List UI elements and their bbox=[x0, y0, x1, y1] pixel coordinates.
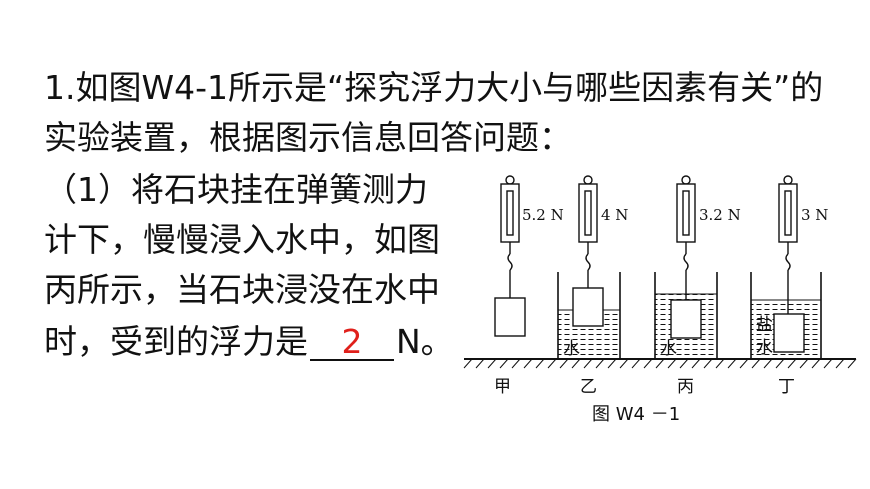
reading-yi: 4 N bbox=[601, 206, 628, 224]
experiment-figure: 5.2 N 4 N 3.2 N 3 N 水 水 盐 水 甲 乙 丙 丁 bbox=[463, 175, 857, 397]
reading-jia: 5.2 N bbox=[522, 206, 564, 224]
setup-bing bbox=[654, 175, 718, 359]
question-line-1: 1.如图W4-1所示是“探究浮力大小与哪些因素有关”的 bbox=[44, 68, 824, 107]
setup-jia bbox=[494, 175, 526, 337]
part1-line-3: 丙所示，当石块浸没在水中 bbox=[44, 270, 440, 309]
label-yi: 乙 bbox=[580, 377, 597, 397]
label-ding: 丁 bbox=[778, 377, 795, 397]
part1-line-4-text: 时，受到的浮力是 bbox=[44, 322, 308, 361]
unit-text: N。 bbox=[396, 322, 454, 361]
label-jia: 甲 bbox=[494, 377, 511, 397]
reading-ding: 3 N bbox=[801, 206, 828, 224]
setup-ding bbox=[750, 175, 822, 359]
liquid-ding-1: 盐 bbox=[756, 315, 773, 335]
liquid-yi: 水 bbox=[563, 339, 580, 359]
liquid-ding-2: 水 bbox=[756, 338, 773, 358]
answer-blank: 2 bbox=[310, 325, 394, 361]
label-bing: 丙 bbox=[677, 377, 694, 397]
part1-line-1: （1）将石块挂在弹簧测力 bbox=[44, 170, 428, 209]
setup-yi bbox=[557, 175, 621, 359]
question-line-2: 实验装置，根据图示信息回答问题： bbox=[44, 118, 572, 157]
part1-line-2: 计下，慢慢浸入水中，如图 bbox=[44, 220, 440, 259]
figure-caption: 图 W4 －1 bbox=[592, 404, 681, 425]
reading-bing: 3.2 N bbox=[699, 206, 741, 224]
liquid-bing: 水 bbox=[660, 339, 677, 359]
